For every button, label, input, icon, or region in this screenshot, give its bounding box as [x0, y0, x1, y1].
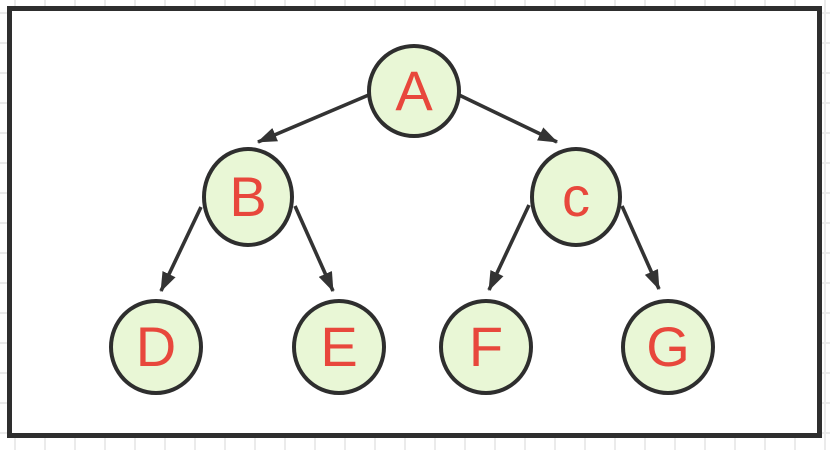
- tree-node-c[interactable]: c: [530, 147, 622, 247]
- node-label-e: E: [320, 315, 358, 378]
- tree-node-f[interactable]: F: [439, 299, 533, 395]
- tree-node-g[interactable]: G: [621, 299, 715, 395]
- node-label-d: D: [135, 315, 177, 378]
- tree-node-b[interactable]: B: [202, 147, 294, 247]
- node-label-g: G: [646, 315, 690, 378]
- node-label-c: c: [562, 165, 590, 228]
- node-label-a: A: [395, 59, 433, 122]
- tree-node-a[interactable]: A: [367, 44, 461, 138]
- tree-node-d[interactable]: D: [109, 299, 203, 395]
- node-label-b: B: [229, 165, 267, 228]
- tree-node-e[interactable]: E: [292, 299, 386, 395]
- node-label-f: F: [468, 315, 504, 378]
